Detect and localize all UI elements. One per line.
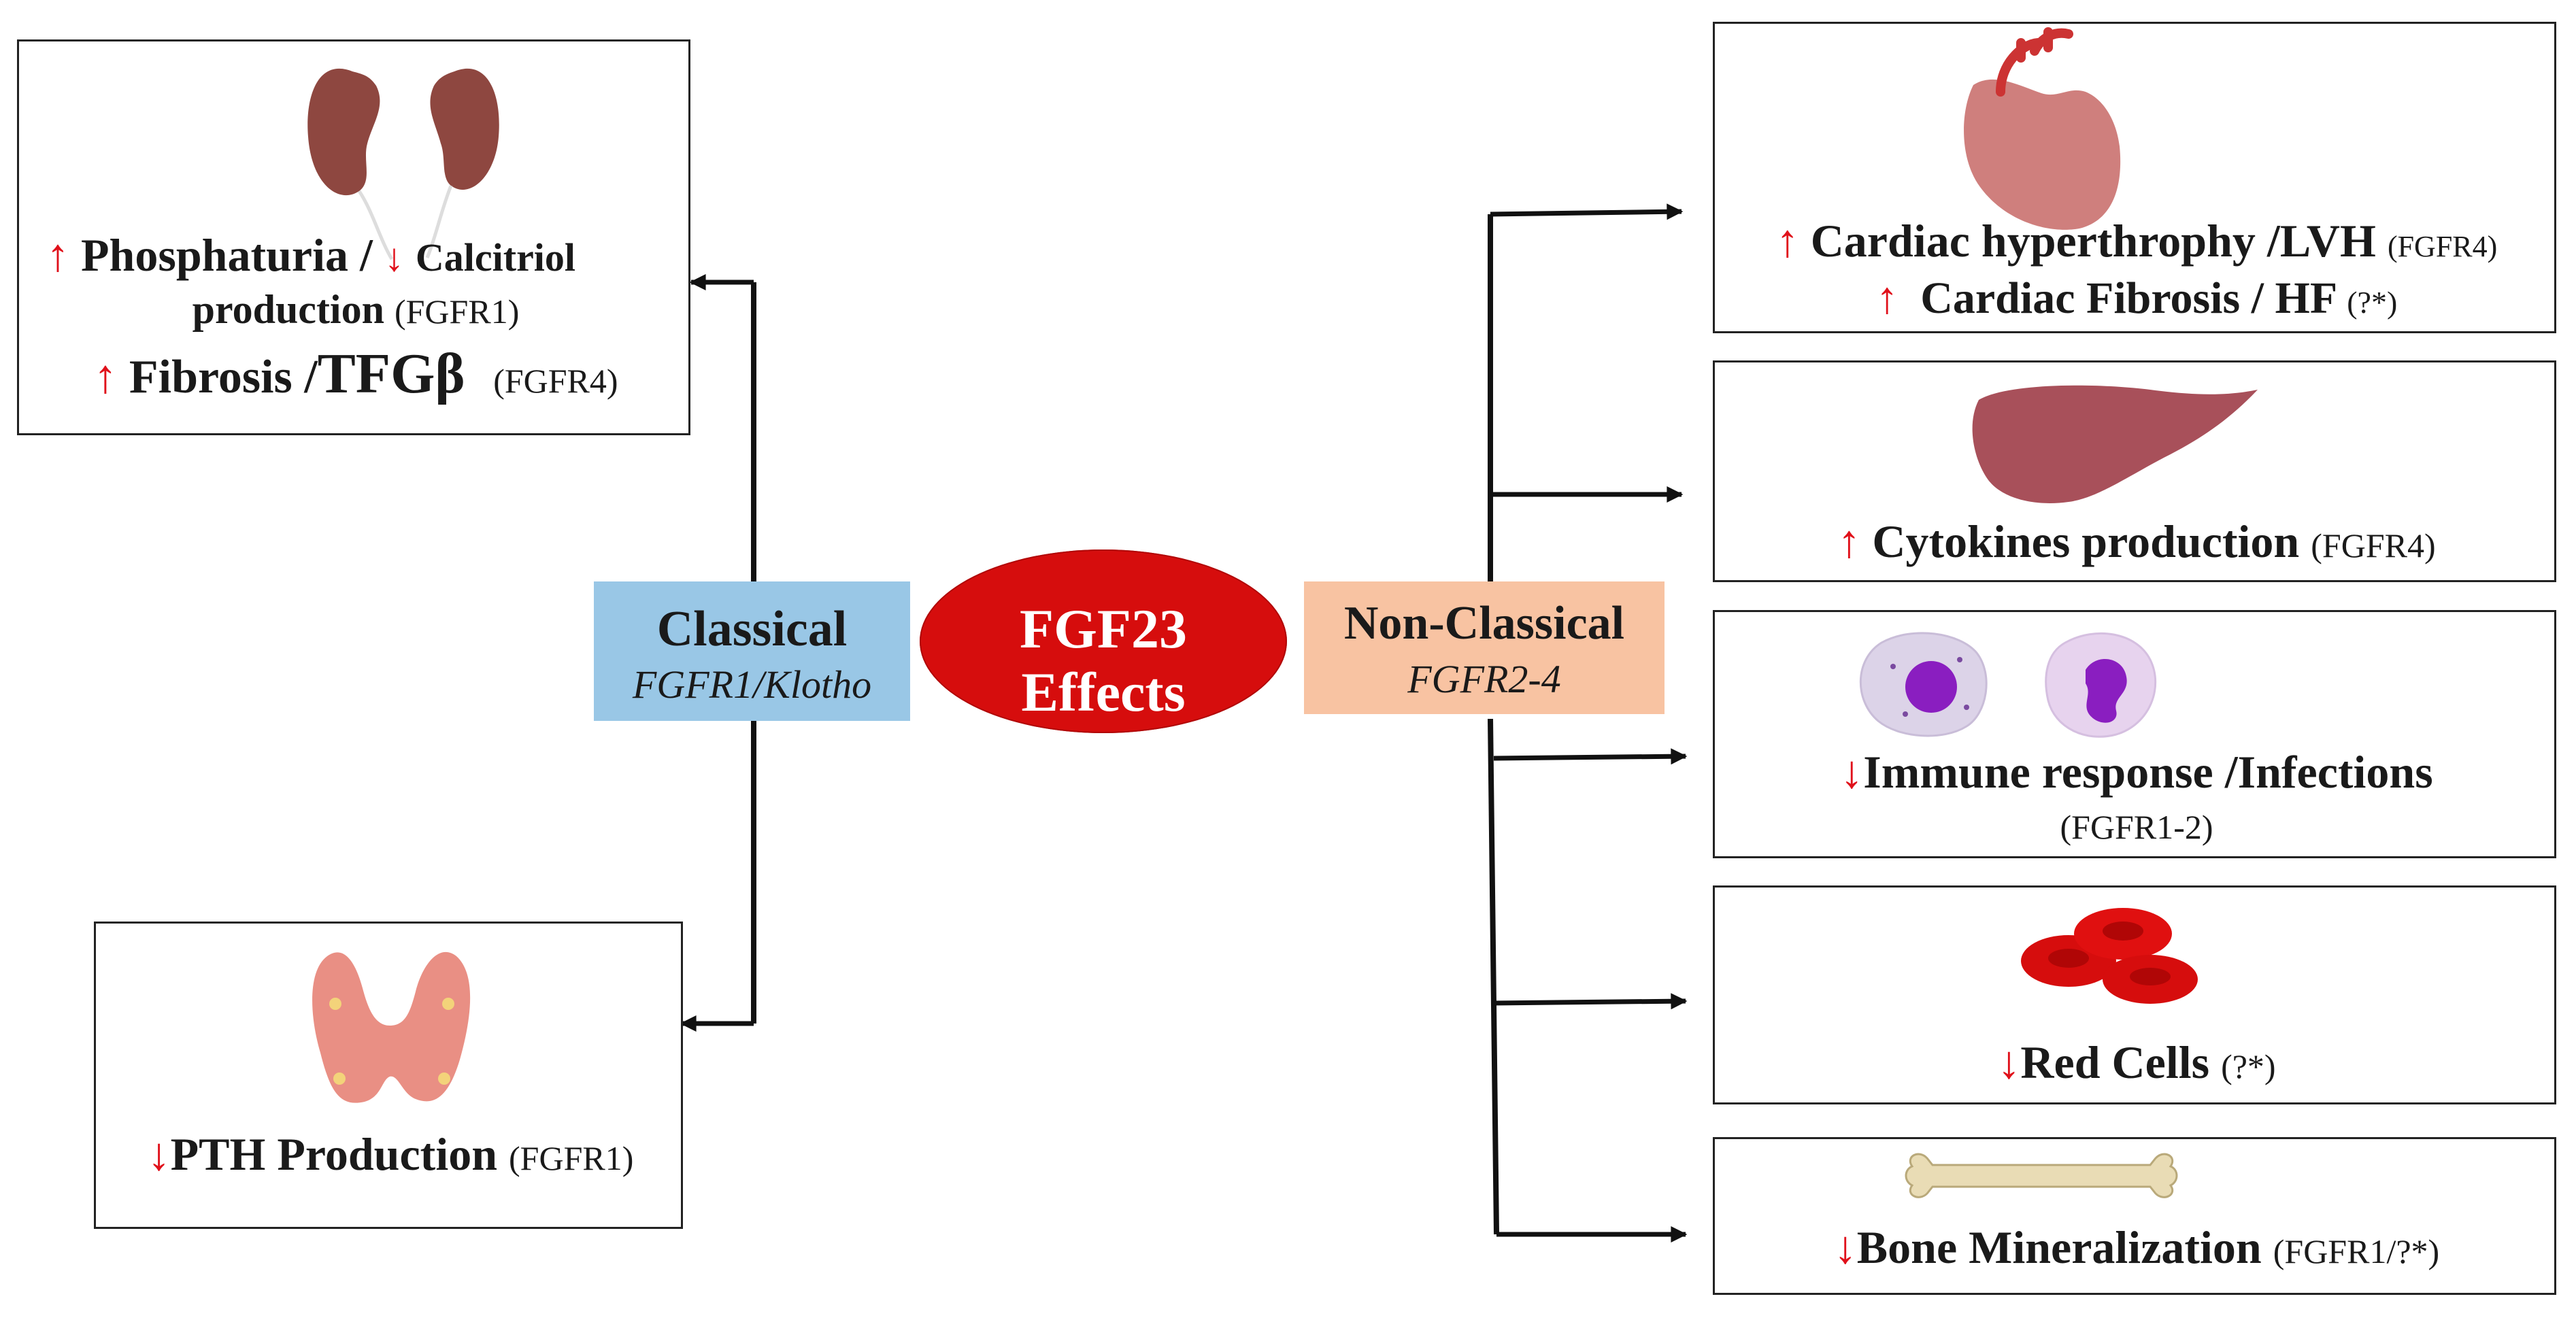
non-classical-tag: Non-Classical FGFR2-4: [1304, 581, 1665, 714]
liver-receptor: (FGFR4): [2311, 526, 2436, 564]
arrow-to-red-cells: [1493, 993, 1688, 1010]
kidney-line2-a: production: [192, 287, 384, 332]
kidney-line1-b: Calcitriol: [415, 235, 576, 280]
down-arrow: ↓: [147, 1128, 171, 1180]
parathyroid-effects-box: ↓PTH Production (FGFR1): [94, 922, 683, 1229]
kidney-effects-box: ↑ Phosphaturia / ↓ Calcitriol production…: [17, 39, 690, 435]
heart-line1: Cardiac hyperthrophy /LVH: [1810, 215, 2376, 267]
heart-line2: Cardiac Fibrosis / HF: [1920, 273, 2336, 323]
pth-receptor: (FGFR1): [509, 1139, 634, 1177]
thyroid-icon: [312, 951, 471, 1103]
kidney-line1-a: Phosphaturia /: [81, 229, 373, 281]
kidney-line3-b: TFGβ: [317, 342, 465, 405]
liver-icon: [1972, 385, 2258, 503]
down-arrow: ↓: [1997, 1036, 2021, 1088]
red-cells-label: Red Cells: [2020, 1036, 2210, 1088]
ellipse-title-line1: FGF23: [1020, 598, 1187, 660]
up-arrow: ↑: [93, 351, 118, 403]
liver-effects-box: ↑ Cytokines production (FGFR4): [1713, 360, 2556, 582]
down-arrow: ↓: [384, 235, 404, 280]
pth-label: PTH Production: [170, 1128, 498, 1180]
kidney-line2-b: (FGFR1): [394, 292, 520, 331]
kidney-line3-c: (FGFR4): [493, 362, 618, 400]
up-arrow: ↑: [1837, 516, 1861, 567]
heart-effects-box: ↑ Cardiac hyperthrophy /LVH (FGFR4) ↑ Ca…: [1713, 22, 2556, 333]
kidney-line3-a: Fibrosis /: [129, 351, 318, 403]
bone-label: Bone Mineralization: [1856, 1221, 2262, 1273]
fgf23-ellipse: FGF23 Effects: [920, 550, 1287, 733]
red-cells-receptor: (?*): [2221, 1047, 2276, 1085]
bone-receptor: (FGFR1/?*): [2273, 1232, 2440, 1270]
nonclassical-trunk-bottom: [1488, 718, 1499, 1235]
immune-label: Immune response /Infections: [1863, 746, 2433, 798]
up-arrow: ↑: [46, 229, 69, 281]
arrow-to-heart: [1490, 203, 1684, 220]
arrow-to-immune: [1493, 748, 1688, 765]
non-classical-subtitle: FGFR2-4: [1407, 657, 1561, 701]
red-cells-icon: [2021, 908, 2198, 1004]
classical-title: Classical: [656, 601, 848, 657]
classical-tag: Classical FGFR1/Klotho: [594, 581, 910, 721]
immune-cells-icon: [1859, 632, 2157, 738]
heart-line2-receptor: (?*): [2347, 285, 2398, 320]
classical-subtitle: FGFR1/Klotho: [632, 662, 872, 707]
up-arrow: ↑: [1775, 215, 1799, 267]
heart-line1-receptor: (FGFR4): [2387, 230, 2498, 263]
immune-effects-box: ↓Immune response /Infections (FGFR1-2): [1713, 610, 2556, 858]
immune-receptor: (FGFR1-2): [2060, 808, 2213, 846]
red-cells-effects-box: ↓Red Cells (?*): [1713, 885, 2556, 1104]
bone-icon: [1905, 1153, 2178, 1198]
kidney-icon: [307, 68, 499, 260]
down-arrow: ↓: [1840, 746, 1864, 798]
down-arrow: ↓: [1833, 1221, 1857, 1273]
non-classical-title: Non-Classical: [1343, 597, 1625, 649]
bone-effects-box: ↓Bone Mineralization (FGFR1/?*): [1713, 1137, 2556, 1295]
liver-label: Cytokines production: [1872, 516, 2300, 567]
heart-icon: [1964, 27, 2121, 230]
ellipse-title-line2: Effects: [1021, 661, 1186, 723]
up-arrow: ↑: [1875, 273, 1898, 323]
